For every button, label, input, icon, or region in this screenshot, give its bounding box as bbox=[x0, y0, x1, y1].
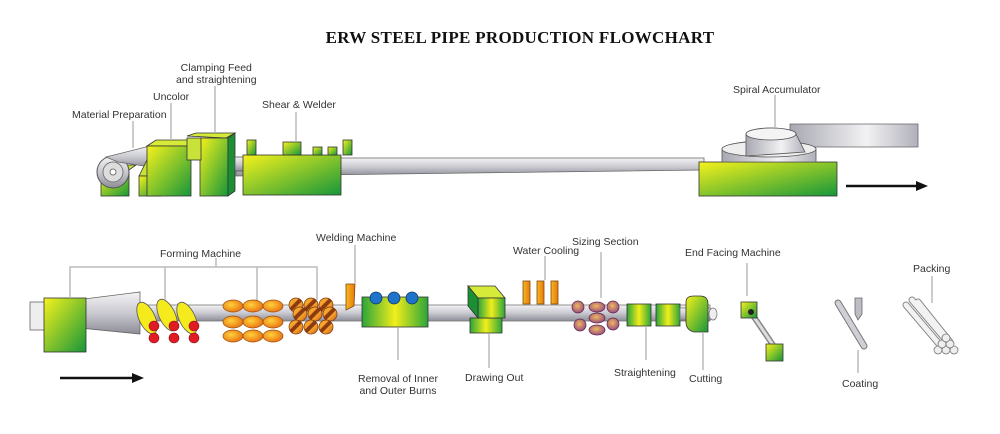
leader-lines-bottom bbox=[354, 245, 933, 373]
deburring-machine bbox=[361, 291, 429, 328]
label-shear-welder: Shear & Welder bbox=[262, 99, 336, 111]
spiral-accumulator bbox=[698, 127, 838, 197]
forming-rollers-yellow bbox=[136, 298, 198, 335]
water-cooling-units bbox=[522, 280, 559, 305]
shear-welder-machine bbox=[242, 139, 353, 196]
drawing-out-machine bbox=[467, 284, 506, 334]
label-spiral-accumulator: Spiral Accumulator bbox=[733, 84, 821, 96]
cutting-machine bbox=[679, 295, 718, 333]
forming-rollers-orange bbox=[222, 299, 284, 343]
label-straightening: Straightening bbox=[614, 367, 676, 379]
label-cutting: Cutting bbox=[689, 373, 723, 385]
clamping-feed-machine bbox=[186, 132, 237, 197]
label-material-preparation: Material Preparation bbox=[72, 109, 167, 121]
label-coating: Coating bbox=[842, 378, 879, 390]
label-end-facing-machine: End Facing Machine bbox=[685, 247, 781, 259]
end-facing-machine bbox=[740, 301, 784, 362]
label-removal-line2: and Outer Burns bbox=[359, 385, 437, 397]
flow-arrow-bottom bbox=[60, 373, 144, 383]
forming-rollers-red bbox=[148, 320, 200, 344]
page-title: ERW STEEL PIPE PRODUCTION FLOWCHART bbox=[325, 28, 715, 47]
label-water-cooling: Water Cooling bbox=[513, 245, 580, 257]
forming-entry-machine bbox=[43, 297, 87, 353]
forming-machine-bracket bbox=[69, 258, 318, 300]
sizing-rollers bbox=[571, 300, 620, 336]
label-welding-machine: Welding Machine bbox=[316, 232, 397, 244]
label-packing: Packing bbox=[913, 263, 951, 275]
coating-station bbox=[834, 297, 868, 350]
label-drawing-out: Drawing Out bbox=[465, 372, 524, 384]
label-uncolor: Uncolor bbox=[153, 91, 190, 103]
forming-rollers-striped bbox=[288, 297, 338, 335]
steel-strip-accumulator-out bbox=[789, 123, 919, 148]
label-forming-machine: Forming Machine bbox=[160, 248, 242, 260]
leader-lines-top bbox=[132, 86, 776, 148]
material-preparation-coil bbox=[96, 145, 158, 197]
welding-machine bbox=[345, 283, 356, 311]
label-clamping-feed-line2: and straightening bbox=[176, 74, 257, 86]
straightening-machine bbox=[626, 303, 681, 327]
label-clamping-feed-line1: Clamping Feed bbox=[180, 62, 252, 74]
label-removal-of-burns: Removal of Inner and Outer Burns bbox=[358, 373, 438, 397]
pipe-bundle bbox=[902, 296, 959, 355]
label-removal-line1: Removal of Inner bbox=[358, 373, 438, 385]
label-sizing-section: Sizing Section bbox=[572, 236, 639, 248]
flow-arrow-top bbox=[846, 181, 928, 191]
label-clamping-feed: Clamping Feed and straightening bbox=[176, 62, 257, 86]
